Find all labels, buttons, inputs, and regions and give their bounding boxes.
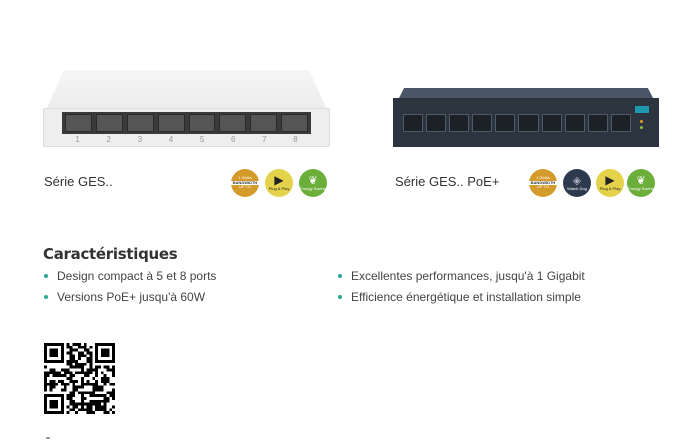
energy-saving-badge-icon: ❦Energy Saving [627, 169, 655, 197]
product-image-ges-switch: 1 2 3 4 5 6 7 8 [43, 70, 330, 147]
bullet-icon [44, 295, 48, 299]
ethernet-port [65, 114, 92, 132]
feature-text: Efficience énergétique et installation s… [351, 290, 581, 304]
ethernet-port [403, 114, 424, 132]
bandwidth-badge-icon: 1 Gbit/s BANDWIDTH UP TO [231, 169, 259, 197]
feature-item: Excellentes performances, jusqu'à 1 Giga… [338, 269, 585, 283]
product-title: Série GES.. PoE+ [395, 174, 500, 189]
qr-code[interactable] [44, 343, 115, 414]
partial-icon [46, 437, 50, 439]
features-heading: Caractéristiques [43, 245, 178, 263]
product-title: Série GES.. [44, 174, 113, 189]
ethernet-port [564, 114, 585, 132]
badge-text: Energy Saving [299, 185, 326, 191]
ethernet-port [610, 114, 631, 132]
badge-text: BANDWIDTH [231, 179, 259, 186]
watch-dog-badge-icon: ◈Watch Dog [563, 169, 591, 197]
feature-text: Excellentes performances, jusqu'à 1 Giga… [351, 269, 585, 283]
port-number: 3 [137, 135, 143, 144]
port-number: 8 [293, 135, 298, 144]
badge-text: Watch Dog [567, 185, 587, 191]
port-number: 6 [230, 135, 236, 144]
plug-play-badge-icon: ▶Plug & Play [596, 169, 624, 197]
feature-text: Design compact à 5 et 8 ports [57, 269, 217, 283]
bullet-icon [338, 295, 342, 299]
badge-text: BANDWIDTH [529, 179, 557, 186]
product-image-ges-poe-switch [393, 88, 659, 147]
badge-text: 1 Gbit/s [536, 175, 550, 181]
port-number: 7 [262, 135, 267, 144]
bullet-icon [44, 274, 48, 278]
ethernet-port [518, 114, 539, 132]
ethernet-port [188, 114, 216, 132]
badge-text: UP TO [238, 184, 251, 190]
ethernet-port [219, 114, 247, 132]
energy-saving-badge-icon: ❦Energy Saving [299, 169, 327, 197]
feature-item: Efficience énergétique et installation s… [338, 290, 581, 304]
ethernet-port [587, 114, 608, 132]
badge-text: 1 Gbit/s [238, 175, 252, 181]
ethernet-port [95, 114, 123, 132]
ethernet-port [541, 114, 562, 132]
port-number: 4 [168, 135, 174, 144]
badge-text: UP TO [536, 184, 549, 190]
ethernet-port [126, 114, 154, 132]
feature-item: Design compact à 5 et 8 ports [44, 269, 216, 283]
badge-text: Plug & Play [599, 186, 621, 192]
feature-item: Versions PoE+ jusqu'à 60W [44, 290, 205, 304]
feature-text: Versions PoE+ jusqu'à 60W [57, 290, 206, 304]
plug-play-badge-icon: ▶Plug & Play [265, 169, 293, 197]
bullet-icon [338, 274, 342, 278]
ethernet-port [472, 114, 493, 132]
badge-text: Energy Saving [627, 185, 654, 191]
ethernet-port [495, 114, 516, 132]
bandwidth-badge-icon: 1 Gbit/s BANDWIDTH UP TO [529, 169, 557, 197]
ethernet-port [250, 114, 278, 132]
port-number: 1 [75, 135, 80, 144]
ethernet-port [449, 114, 470, 132]
badge-text: Plug & Play [268, 186, 290, 192]
ethernet-port [426, 114, 447, 132]
ethernet-port [157, 114, 185, 132]
port-number: 5 [199, 135, 205, 144]
ethernet-port [281, 114, 308, 132]
port-number: 2 [106, 135, 111, 144]
